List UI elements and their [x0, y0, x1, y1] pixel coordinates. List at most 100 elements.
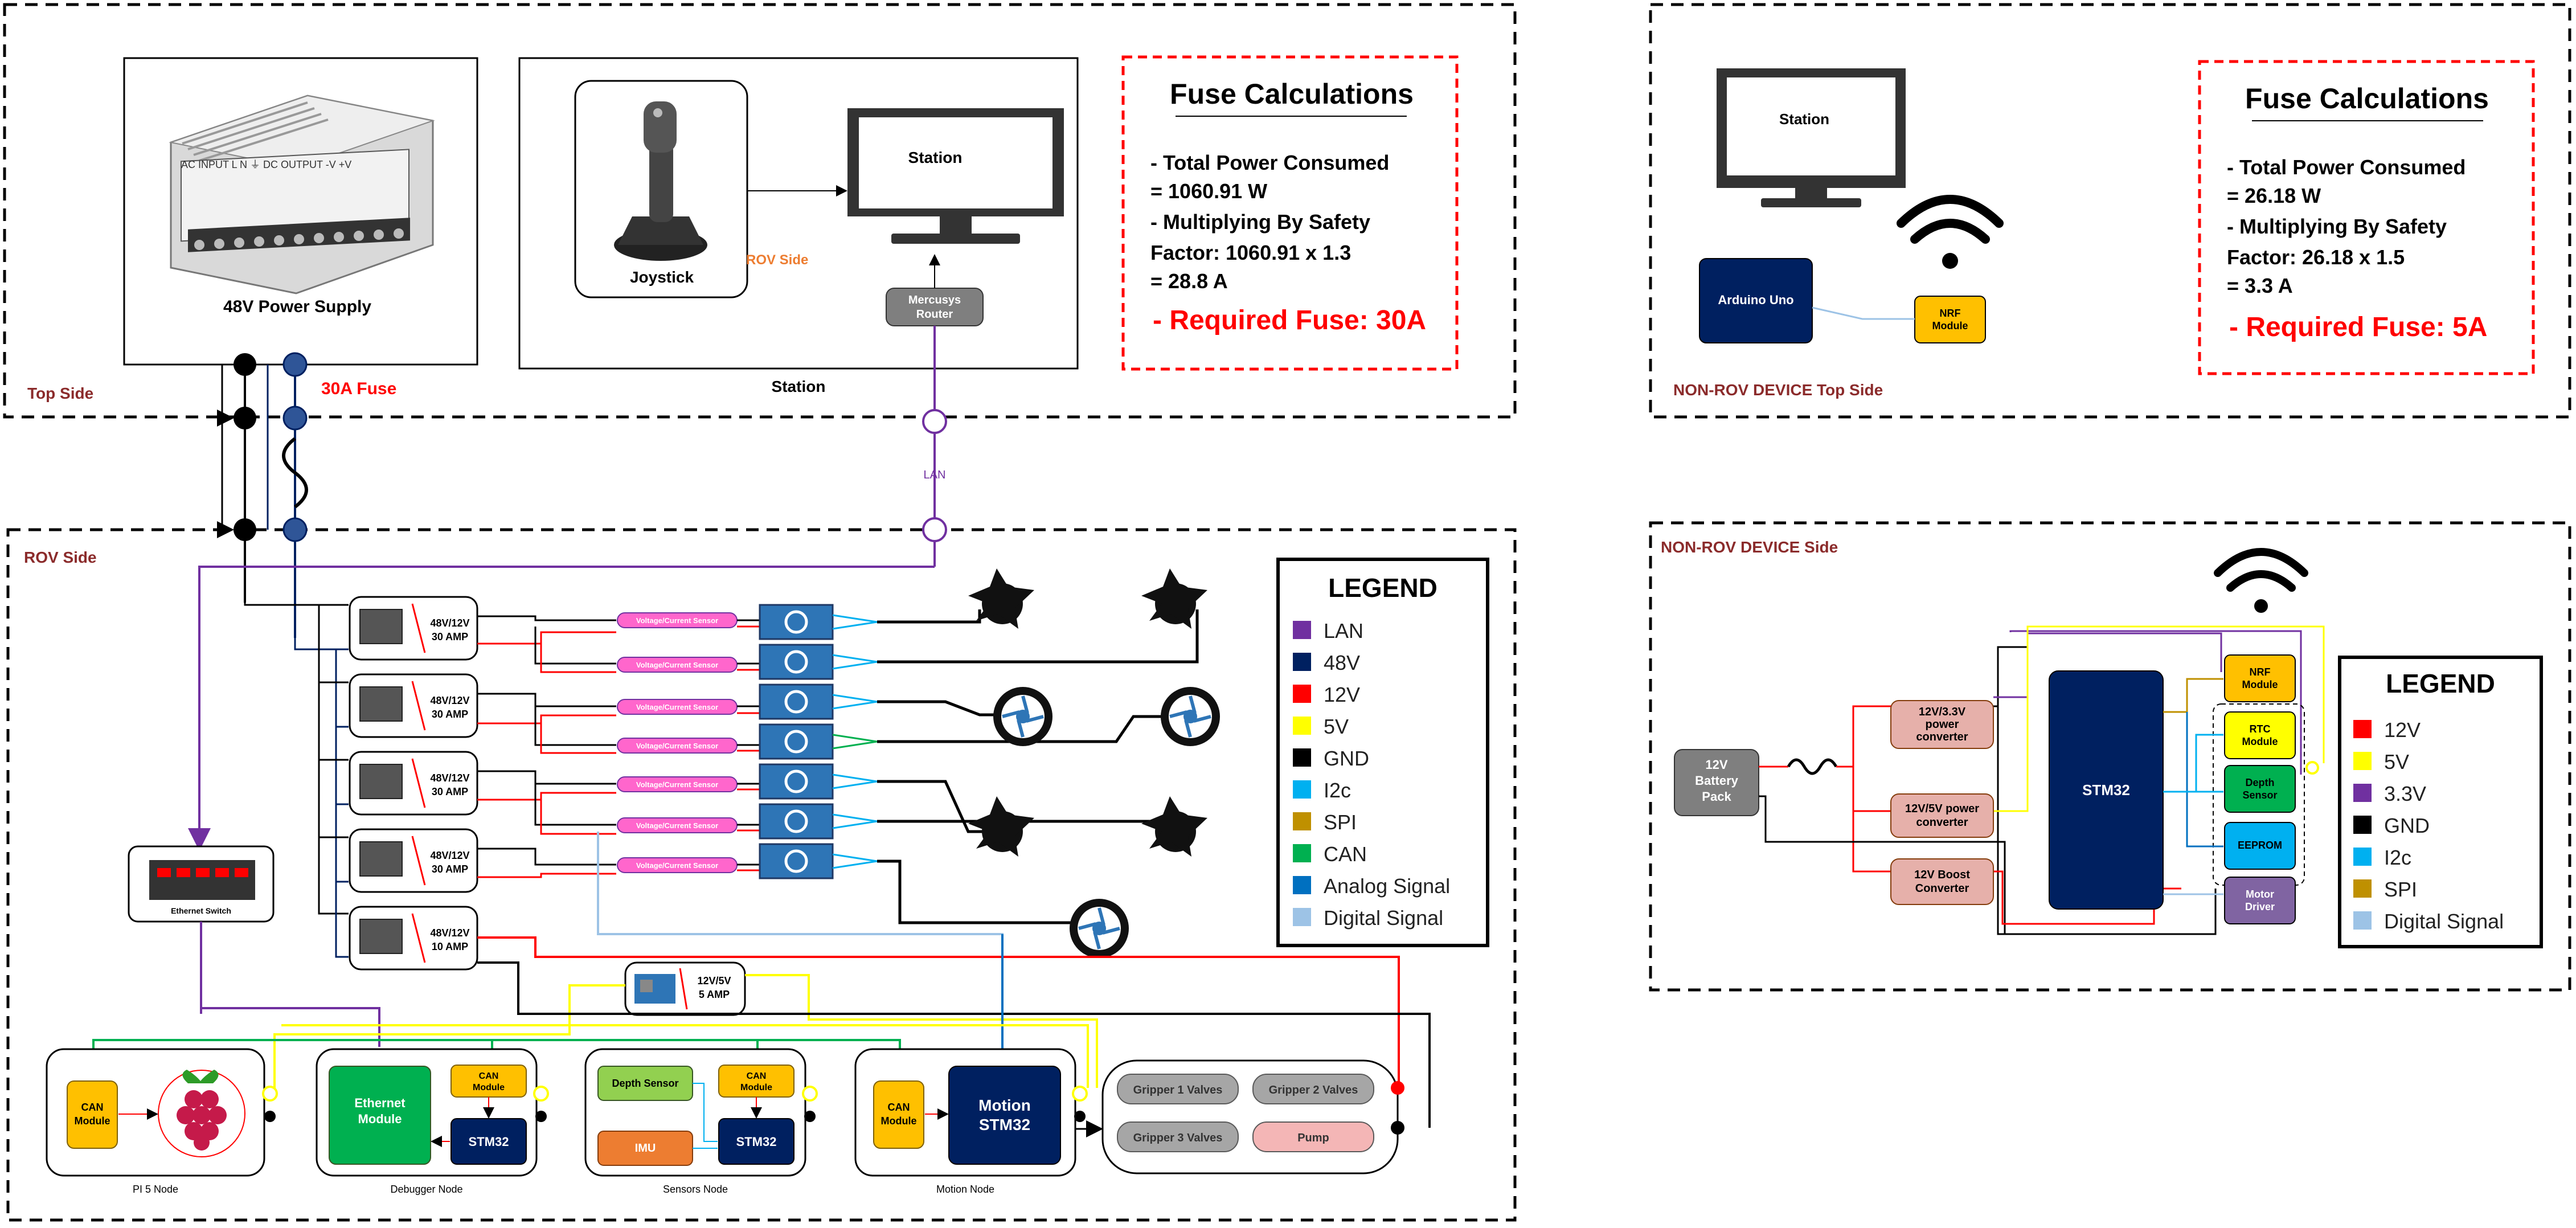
ethernet-switch-label: Ethernet Switch	[171, 906, 231, 915]
buck-l2: 5 AMP	[699, 989, 730, 1000]
fuse-calc-right-line5: = 3.3 A	[2227, 274, 2293, 297]
fuse-label: 30A Fuse	[321, 379, 396, 398]
converter-2-l1: 48V/12V	[430, 695, 469, 706]
debugger-can-l1: CAN	[479, 1071, 499, 1081]
sensors-node-label: Sensors Node	[663, 1184, 728, 1195]
sensors-stm-label: STM32	[736, 1135, 777, 1149]
conv5-l2: converter	[1916, 816, 1968, 829]
sensor-label-5: Voltage/Current Sensor	[636, 780, 718, 789]
pump-label: Pump	[1297, 1132, 1329, 1144]
legend-swatch	[1293, 621, 1311, 639]
legend-swatch	[1293, 780, 1311, 799]
top-side-label: Top Side	[27, 384, 93, 402]
depth-side-l1: Depth	[2246, 777, 2275, 788]
legend-item-label: GND	[2384, 814, 2430, 837]
conv33-l1: 12V/3.3V	[1919, 706, 1966, 718]
gripper-2-label: Gripper 2 Valves	[1269, 1084, 1358, 1096]
non-rov-top-label: NON-ROV DEVICE Top Side	[1673, 381, 1883, 399]
converter-4-l1: 48V/12V	[430, 850, 469, 861]
nrf-side-l1: NRF	[2250, 666, 2271, 678]
motion-stm-l1: Motion	[978, 1096, 1031, 1114]
nrf-side-box	[2224, 654, 2296, 702]
thruster-icon-5	[968, 796, 1034, 857]
legend-swatch	[2353, 816, 2372, 834]
fuse-calc-right-box	[2198, 60, 2535, 375]
non-rov-power-wires	[1759, 625, 2325, 935]
legend-swatch	[2353, 752, 2372, 770]
legend-swatch	[1293, 908, 1311, 926]
legend-swatch	[1293, 844, 1311, 862]
nrf-side-l2: Module	[2242, 679, 2278, 690]
motor-driver-l2: Driver	[2245, 901, 2275, 912]
station-monitor-icon	[847, 108, 1064, 244]
motion-node-label: Motion Node	[936, 1184, 994, 1195]
nrf-top-l1: NRF	[1940, 308, 1961, 319]
conv33-l2: power	[1926, 718, 1959, 731]
boost-box	[1890, 858, 1994, 905]
non-rov-monitor-icon	[1717, 68, 1906, 207]
eeprom-box	[2224, 822, 2296, 870]
legend-item-label: 12V	[2384, 718, 2421, 742]
thruster-icon-7	[1070, 899, 1129, 958]
router-label-2: Router	[916, 308, 953, 321]
legend-item-label: 48V	[1324, 651, 1360, 674]
nrf-top-box	[1914, 296, 1986, 343]
legend-swatch	[2353, 848, 2372, 866]
rov-side-label: ROV Side	[24, 548, 97, 566]
depth-side-box	[2224, 765, 2296, 813]
fuse-calc-left-box	[1121, 55, 1459, 371]
node-bus-wires	[92, 832, 1431, 1128]
sensor-label-2: Voltage/Current Sensor	[636, 661, 718, 669]
fuse-calc-right-result: - Required Fuse: 5A	[2229, 312, 2487, 342]
legend-swatch	[2353, 879, 2372, 898]
boost-l2: Converter	[1915, 882, 1969, 895]
non-rov-stm-label: STM32	[2082, 781, 2130, 799]
legend-swatch	[1293, 876, 1311, 894]
motion-can-l2: Module	[881, 1115, 917, 1127]
depth-sensor-label: Depth Sensor	[612, 1078, 678, 1089]
esc-thruster-wires	[832, 614, 878, 869]
gripper-1-box	[1117, 1074, 1239, 1104]
sensor-esc-wires	[737, 619, 760, 871]
legend-item-label: LAN	[1324, 619, 1363, 642]
fuse-calc-right-line2: = 26.18 W	[2227, 184, 2321, 207]
motion-can-module	[873, 1080, 924, 1149]
legend-left-box	[1276, 558, 1489, 947]
lan-link	[188, 326, 947, 851]
debugger-ethernet-module	[329, 1066, 431, 1165]
fuse-calc-left-line2: = 1060.91 W	[1150, 179, 1267, 203]
boost-l1: 12V Boost	[1914, 869, 1970, 881]
legend-item-label: SPI	[2384, 878, 2417, 901]
legend-swatch	[2353, 720, 2372, 738]
rtc-l1: RTC	[2250, 723, 2271, 735]
legend-right-title: LEGEND	[2386, 669, 2495, 698]
motor-driver-l1: Motor	[2246, 889, 2274, 900]
converter-3-l1: 48V/12V	[430, 772, 469, 784]
lan-label: LAN	[924, 469, 946, 481]
legend-item-label: 3.3V	[2384, 782, 2426, 805]
fuse-calc-left-line5: = 28.8 A	[1150, 269, 1228, 293]
pump-box	[1252, 1121, 1374, 1152]
legend-item-label: GND	[1324, 747, 1369, 770]
non-rov-side-frame	[1649, 521, 2571, 992]
connector-dots	[262, 1081, 1404, 1135]
motion-stm-l2: STM32	[979, 1116, 1030, 1133]
converter-2-l2: 30 AMP	[432, 709, 468, 720]
debugger-eth-l1: Ethernet	[354, 1096, 406, 1110]
legend-item-label: I2c	[1324, 779, 1351, 802]
legend-swatch	[1293, 653, 1311, 671]
conv33-box	[1890, 700, 1994, 749]
ethernet-switch-icon	[149, 860, 255, 900]
psu-terminal-labels: AC INPUT L N ⏚ DC OUTPUT -V +V	[181, 159, 351, 170]
legend-swatch	[2353, 784, 2372, 802]
thruster-power-wires	[877, 609, 1199, 924]
debugger-stm-label: STM32	[469, 1135, 509, 1149]
thruster-icons	[968, 568, 1220, 958]
sensor-label-6: Voltage/Current Sensor	[636, 821, 718, 830]
gripper-1-label: Gripper 1 Valves	[1133, 1084, 1223, 1096]
battery-l1: 12V	[1705, 758, 1727, 772]
router-label-1: Mercusys	[908, 294, 961, 306]
converters	[349, 596, 478, 971]
buck-converter-icon	[634, 974, 675, 1004]
